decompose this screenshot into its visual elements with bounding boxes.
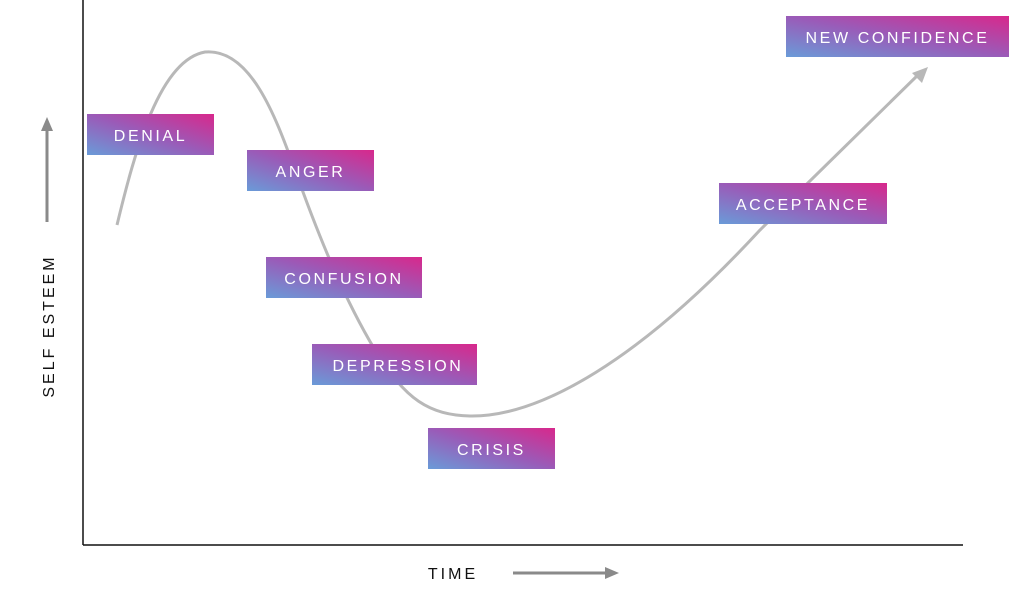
y-axis-label: SELF ESTEEM: [41, 254, 58, 397]
stage-label: NEW CONFIDENCE: [806, 30, 990, 47]
stage-new-confidence: NEW CONFIDENCE: [786, 16, 1009, 57]
stage-depression: DEPRESSION: [312, 344, 477, 385]
stage-label: ACCEPTANCE: [736, 197, 870, 214]
stage-label: CONFUSION: [284, 271, 403, 288]
x-axis-arrow-icon: [513, 567, 619, 579]
stage-label: CRISIS: [457, 442, 526, 459]
stage-crisis: CRISIS: [428, 428, 555, 469]
self-esteem-curve: [115, 50, 923, 418]
stage-label: DENIAL: [114, 128, 187, 145]
stage-confusion: CONFUSION: [266, 257, 422, 298]
y-axis-arrow-icon: [41, 117, 53, 222]
stage-label: ANGER: [276, 164, 346, 181]
stage-denial: DENIAL: [87, 114, 214, 155]
stage-anger: ANGER: [247, 150, 374, 191]
curve-arrowhead-icon: [912, 67, 928, 83]
x-axis-label: TIME: [428, 566, 478, 583]
stage-acceptance: ACCEPTANCE: [719, 183, 887, 224]
stage-label: DEPRESSION: [333, 358, 464, 375]
